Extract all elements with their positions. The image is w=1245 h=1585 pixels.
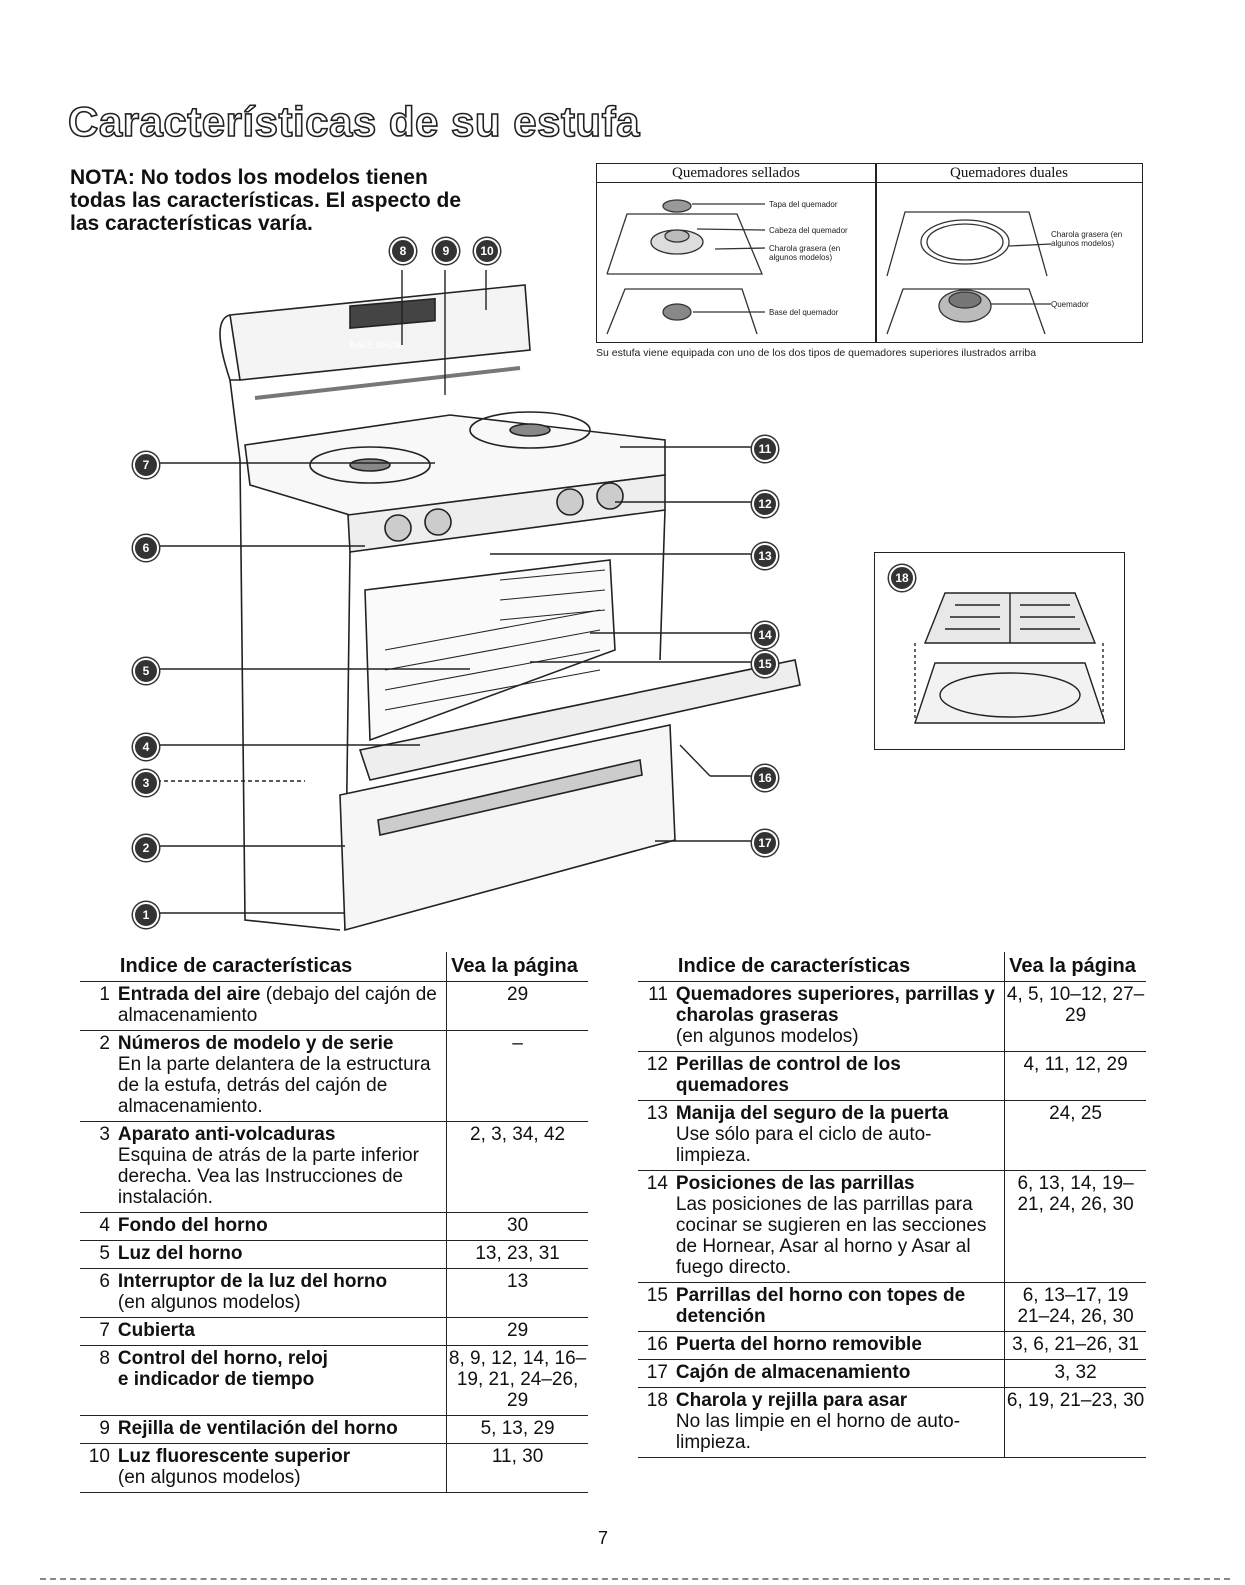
page-title: Características de su estufa [67,97,640,146]
callout-4: 4 [133,734,159,760]
callout-2: 2 [133,835,159,861]
callout-12: 12 [752,491,778,517]
table-row: 7 Cubierta 29 [80,1317,588,1346]
callout-5: 5 [133,658,159,684]
dual-burner-illustration [886,211,1052,335]
table-row: 5 Luz del horno 13, 23, 31 [80,1240,588,1269]
sealed-burners-heading: Quemadores sellados [597,164,875,183]
burner-types-box: Quemadores sellados Quemadores duales Ta… [596,163,1143,343]
callout-16: 16 [752,765,778,791]
table-row: 1 Entrada del aire (debajo del cajón de … [80,981,588,1031]
callout-15: 15 [752,651,778,677]
burner-divider [875,164,877,342]
broiler-pan-illustration [914,592,1105,724]
features-index-left: Indice de características Vea la página … [80,952,588,1493]
sealed-label-3: Charola grasera (en algunos modelos) [769,244,841,262]
table-row: 15 Parrillas del horno con topes de dete… [638,1282,1146,1332]
dual-label-1: Charola grasera (en algunos modelos) [1051,230,1123,248]
header-page: Vea la página [446,952,588,982]
burner-caption: Su estufa viene equipada con uno de los … [596,347,1037,359]
table-row: 17 Cajón de almacenamiento 3, 32 [638,1359,1146,1388]
dual-label-2: Quemador [1051,300,1089,309]
page-edge-divider [40,1578,1230,1580]
table-header: Indice de características Vea la página [80,952,588,982]
callout-18: 18 [889,565,915,591]
sealed-label-1: Tapa del quemador [769,200,838,209]
dual-burners-heading: Quemadores duales [876,164,1142,183]
callout-9: 9 [433,238,459,264]
callout-14: 14 [752,622,778,648]
sealed-label-4: Base del quemador [769,308,839,317]
note-text: NOTA: No todos los modelos tienen todas … [70,166,462,235]
callout-11: 11 [752,436,778,462]
table-row: 11 Quemadores superiores, parrillas y ch… [638,981,1146,1052]
callout-8: 8 [390,238,416,264]
table-row: 6 Interruptor de la luz del horno(en alg… [80,1268,588,1318]
callout-1: 1 [133,902,159,928]
header-name: Indice de características [675,952,1005,982]
table-row: 4 Fondo del horno 30 [80,1212,588,1241]
callout-3: 3 [133,770,159,796]
table-header: Indice de características Vea la página [638,952,1146,982]
sealed-label-2: Cabeza del quemador [769,226,848,235]
callout-17: 17 [752,830,778,856]
oven-display: BAKE BROIL [350,340,404,350]
table-row: 9 Rejilla de ventilación del horno 5, 13… [80,1415,588,1444]
callout-13: 13 [752,543,778,569]
table-row: 16 Puerta del horno removible 3, 6, 21–2… [638,1331,1146,1360]
features-index-right: Indice de características Vea la página … [638,952,1146,1458]
callout-10: 10 [474,238,500,264]
header-name: Indice de características [117,952,447,982]
header-page: Vea la página [1004,952,1146,982]
broiler-pan-box: 18 [874,552,1125,750]
callout-6: 6 [133,535,159,561]
page-number: 7 [598,1528,609,1548]
sealed-burner-illustration [606,199,766,335]
callout-7: 7 [133,452,159,478]
range-illustration: BAKE BROIL [219,284,801,932]
table-row: 8 Control del horno, reloj e indicador d… [80,1345,588,1416]
table-row: 10 Luz fluorescente superior(en algunos … [80,1443,588,1493]
table-row: 12 Perillas de control de los quemadores… [638,1051,1146,1101]
